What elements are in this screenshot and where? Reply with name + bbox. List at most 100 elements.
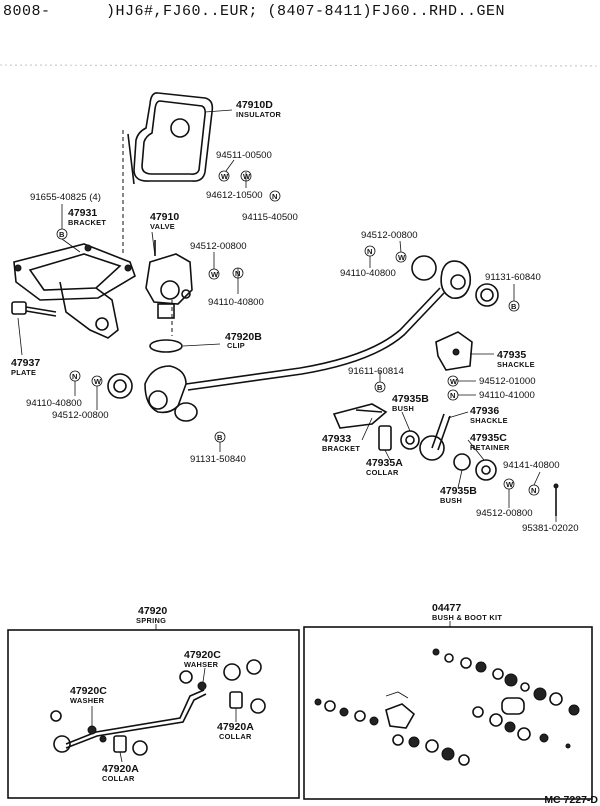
callout-47935-number: 47935: [497, 349, 526, 361]
svg-text:B: B: [59, 230, 65, 239]
callout-94110-40800-a: 94110-40800: [208, 297, 264, 308]
clip-part: [149, 339, 183, 353]
nut-symbol: N: [269, 190, 281, 202]
callout-47936-name: SHACKLE: [470, 416, 508, 425]
callout-47935-name: SHACKLE: [497, 360, 535, 369]
callout-95381-02020: 95381-02020: [522, 523, 579, 534]
callout-labels: 47910D INSULATOR 94511-00500 94612-10500…: [11, 99, 579, 534]
washer-symbol: W: [91, 375, 103, 387]
callout-47920b-name: CLIP: [227, 341, 245, 350]
callout-94512-00800-a: 94512-00800: [190, 241, 247, 252]
callout-94612-10500: 94612-10500: [206, 190, 263, 201]
svg-text:N: N: [367, 247, 372, 256]
callout-47935b-lower-name: BUSH: [440, 496, 462, 505]
callout-94512-00800-c: 94512-00800: [361, 230, 418, 241]
bush-boot-kit-panel: 04477 BUSH & BOOT KIT: [303, 602, 593, 800]
callout-47920a-a-number: 47920A: [217, 721, 254, 733]
callout-47933-name: BRACKET: [322, 444, 360, 453]
svg-text:W: W: [211, 270, 219, 279]
svg-text:W: W: [243, 172, 251, 181]
callout-47933-number: 47933: [322, 433, 351, 445]
callout-94110-41000: 94110-41000: [479, 390, 535, 401]
spring-kit-number: 47920: [138, 605, 167, 617]
callout-47910-number: 47910: [150, 211, 179, 223]
spring-kit-panel: 47920 SPRING 47920C WAHSER 47920C WASHER…: [7, 605, 300, 799]
washer-symbol: W: [395, 251, 407, 263]
rod-left-end: [107, 365, 198, 422]
bush-lower: [453, 453, 471, 471]
callout-47910-name: VALVE: [150, 222, 175, 231]
svg-text:W: W: [450, 377, 458, 386]
bush-boot-kit-name: BUSH & BOOT KIT: [432, 613, 502, 622]
applicability-text: )HJ6#,FJ60..EUR; (8407-8411)FJ60..RHD..G…: [106, 3, 506, 20]
callout-94511-00500: 94511-00500: [216, 150, 272, 161]
svg-text:N: N: [531, 486, 536, 495]
callout-47935a-number: 47935A: [366, 457, 403, 469]
svg-text:W: W: [94, 377, 102, 386]
callout-47920b-number: 47920B: [225, 331, 262, 343]
callout-94141-40800: 94141-40800: [503, 460, 560, 471]
callout-47935b-upper-number: 47935B: [392, 393, 429, 405]
callout-94512-00800-b: 94512-00800: [52, 410, 109, 421]
callout-47920a-b-number: 47920A: [102, 763, 139, 775]
svg-text:W: W: [221, 172, 229, 181]
collar-47935a: [378, 425, 392, 451]
bolt-symbol: B: [374, 381, 386, 393]
bush-boot-kit-number: 04477: [432, 602, 461, 614]
spring-kit-name: SPRING: [136, 616, 166, 625]
callout-47920c-b-name: WASHER: [70, 696, 105, 705]
svg-text:N: N: [272, 192, 277, 201]
callout-94110-40800-c: 94110-40800: [340, 268, 396, 279]
nut-symbol: N: [447, 389, 459, 401]
drawing-reference: MC 7227-D: [544, 794, 598, 806]
svg-text:N: N: [72, 372, 77, 381]
callout-47920a-b-name: COLLAR: [102, 774, 135, 783]
model-code: 8008-: [3, 3, 51, 20]
bracket-47933: [332, 403, 388, 429]
callout-94512-01000: 94512-01000: [479, 376, 536, 387]
callout-91611-60814: 91611-60814: [348, 366, 405, 377]
bolt-symbol: B: [508, 300, 520, 312]
callout-47920a-a-name: COLLAR: [219, 732, 252, 741]
svg-text:N: N: [450, 391, 455, 400]
washer-symbol: W: [218, 170, 230, 182]
svg-text:B: B: [377, 383, 383, 392]
valve-part: [145, 240, 193, 336]
bush-upper: [400, 430, 420, 450]
callout-47936-number: 47936: [470, 405, 499, 417]
cotter-pin: [553, 483, 559, 516]
washer-symbol: W: [447, 375, 459, 387]
callout-47931-number: 47931: [68, 207, 97, 219]
callout-47935c-name: RETAINER: [470, 443, 510, 452]
callout-47937-number: 47937: [11, 357, 40, 369]
insulator-part: [127, 92, 214, 185]
nut-symbol: N: [364, 245, 376, 257]
callout-47935c-number: 47935C: [470, 432, 507, 444]
svg-text:W: W: [506, 480, 514, 489]
callout-47935b-upper-name: BUSH: [392, 404, 414, 413]
callout-47920c-b-number: 47920C: [70, 685, 107, 697]
callout-91131-50840: 91131-50840: [190, 454, 246, 465]
callout-47920c-a-name: WAHSER: [184, 660, 219, 669]
callout-91655-40825: 91655-40825 (4): [30, 192, 101, 203]
control-rod: [185, 287, 445, 391]
callout-47931-name: BRACKET: [68, 218, 106, 227]
callout-94115-40500: 94115-40500: [242, 212, 298, 223]
fastener-symbols: W W N B W N N W B N W B B W N W N: [56, 170, 540, 496]
page-header: 8008- )HJ6#,FJ60..EUR; (8407-8411)FJ60..…: [0, 0, 600, 24]
callout-94512-00800-d: 94512-00800: [476, 508, 533, 519]
callout-47920c-a-number: 47920C: [184, 649, 221, 661]
washer-symbol: W: [208, 268, 220, 280]
shackle-47936: [419, 413, 451, 461]
leader-lines: [17, 109, 557, 522]
callout-91131-60840: 91131-60840: [485, 272, 541, 283]
svg-text:W: W: [398, 253, 406, 262]
callout-47910d-name: INSULATOR: [236, 110, 281, 119]
shackle-47935: [435, 331, 473, 371]
rod-right-end: [411, 255, 499, 307]
washer-symbol: W: [503, 478, 515, 490]
callout-47937-name: PLATE: [11, 368, 36, 377]
bolt-symbol: B: [56, 228, 68, 240]
callout-94110-40800-b: 94110-40800: [26, 398, 82, 409]
